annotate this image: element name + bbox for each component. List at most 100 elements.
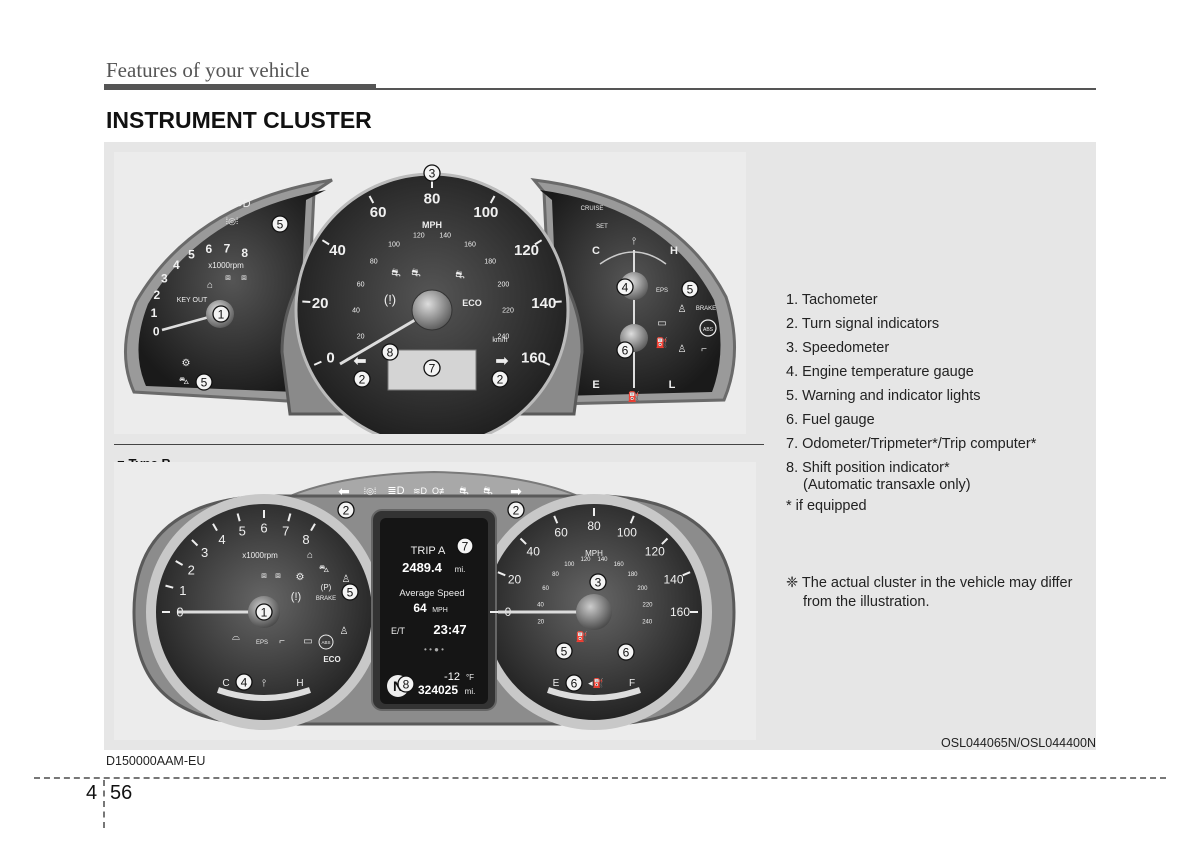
key-out-indicator: KEY OUT [177, 297, 208, 304]
low-tire-icon: ⛍ [179, 376, 189, 387]
lane-icon: ⛐ [411, 267, 421, 279]
elapsed-time-label: E/T [391, 626, 406, 636]
tach-tick-label: 6 [205, 242, 212, 256]
callout-number: 3 [595, 576, 602, 590]
temp-cold-label: C [222, 678, 229, 689]
coolant-temp-icon: ⫯ [261, 678, 266, 689]
kmh-tick-label: 40 [537, 602, 544, 608]
figure-divider [114, 444, 764, 445]
figure-code: OSL044065N/OSL044400N [941, 736, 1096, 750]
tach-tick-label: 1 [151, 306, 158, 320]
callout-number: 6 [571, 677, 578, 691]
fuel-door-icon: ⛽ [628, 390, 640, 403]
temp-hot-label: H [296, 678, 303, 689]
check-engine-icon: ⚙ [296, 572, 305, 583]
esc-icon: ⛐ [483, 485, 493, 497]
section-header: Features of your vehicle [106, 58, 310, 83]
kmh-tick-label: 60 [357, 282, 365, 289]
outside-temp-unit: °F [466, 673, 474, 682]
brake-warning: BRAKE [316, 596, 336, 602]
battery-icon: ▭ [657, 318, 666, 329]
tach-tick-label: 7 [282, 523, 289, 538]
speed-tick-label: 60 [554, 526, 568, 540]
battery-icon: ▭ [303, 636, 312, 647]
speed-hub [412, 290, 452, 330]
kmh-unit-label: km/h [492, 337, 507, 344]
callout-number: 5 [277, 218, 284, 232]
fuel-empty-label: E [553, 678, 560, 689]
callout-number: 8 [387, 346, 394, 360]
brake-warning: BRAKE [696, 306, 716, 312]
callout-number: 2 [359, 373, 366, 387]
tach-tick-label: 3 [161, 272, 168, 286]
turn-right-arrow-icon: ➡ [495, 353, 508, 370]
kmh-tick-label: 80 [552, 572, 559, 578]
kmh-tick-label: 220 [642, 602, 653, 608]
tach-tick-label: 1 [179, 583, 186, 598]
callout-number: 5 [347, 586, 354, 600]
fuel-full-label: F [629, 678, 635, 689]
speed-tick-label: 20 [508, 572, 522, 586]
tach-tick-label: 5 [188, 248, 195, 262]
footer-dashed-rule [34, 777, 1166, 779]
kmh-tick-label: 220 [502, 307, 514, 314]
eco-indicator: ECO [323, 655, 340, 664]
oil-pressure-icon: ⌐ [279, 636, 285, 647]
tach-tick-label: 0 [153, 324, 160, 338]
legend-item: 7. Odometer/Tripmeter*/Trip computer* [786, 432, 1096, 456]
esc-off-icon: ⛐ [455, 269, 465, 281]
callout-number: 4 [622, 281, 629, 295]
kmh-tick-label: 180 [627, 572, 638, 578]
temp-cold-label: C [592, 245, 600, 257]
tach-tick-label: 5 [239, 523, 246, 538]
dial-tick [554, 302, 562, 303]
eco-indicator: ECO [462, 298, 482, 308]
note-line: from the illustration. [786, 593, 1098, 612]
turn-left-arrow-icon: ⬅ [353, 353, 366, 370]
speed-tick-label: 60 [370, 204, 387, 221]
speed-tick-label: 140 [531, 295, 556, 312]
speed-tick-label: 80 [587, 519, 601, 533]
callout-number: 1 [261, 606, 268, 620]
header-rule-thick [104, 84, 376, 90]
kmh-tick-label: 20 [537, 620, 544, 626]
speed-tick-label: 160 [670, 605, 690, 619]
callout-number: 7 [429, 362, 436, 376]
seatbelt-icon: ♙ [340, 626, 349, 637]
page-title: INSTRUMENT CLUSTER [106, 107, 372, 134]
kmh-tick-label: 80 [370, 259, 378, 266]
page-number: 56 [110, 782, 132, 805]
kmh-tick-label: 200 [637, 586, 648, 592]
esc-off-icon: ⛐ [459, 485, 469, 497]
callout-number: 6 [623, 646, 630, 660]
awd-icon: ⧈ [225, 272, 231, 282]
speed-tick-label: 80 [424, 190, 441, 207]
fuel-empty-label: E [592, 379, 599, 391]
rear-fog-icon: O≢ [432, 486, 448, 496]
legend-item: 5. Warning and indicator lights [786, 384, 1096, 408]
figure-legend: 1. Tachometer 2. Turn signal indicators … [786, 288, 1096, 518]
avg-speed-value: 64 [413, 601, 427, 615]
speed-tick-label: 140 [663, 572, 683, 586]
callout-number: 8 [403, 678, 410, 692]
front-fog-icon: ≋D [413, 486, 428, 496]
cruise-set-indicator: SET [596, 224, 608, 230]
kmh-tick-label: 160 [614, 562, 625, 568]
callout-number: 4 [241, 676, 248, 690]
fuel-door-icon: ◂⛽ [588, 677, 604, 688]
turn-right-arrow-icon: ➡ [510, 483, 522, 499]
tach-unit-label: x1000rpm [208, 261, 244, 270]
legend-item: 3. Speedometer [786, 336, 1096, 360]
kmh-tick-label: 240 [642, 620, 653, 626]
tpms-icon: (!) [291, 591, 301, 603]
parking-light-icon: ⁞◎⁞ [364, 486, 377, 496]
airbag-icon: ♙ [342, 574, 351, 585]
awd-lock-icon: ⧈ [241, 272, 247, 282]
odometer-unit: mi. [465, 687, 476, 696]
callout-number: 7 [462, 540, 469, 554]
low-washer-icon: ⌓ [232, 632, 240, 643]
eps-warning: EPS [656, 288, 668, 294]
abs-text: ABS [703, 327, 714, 333]
callout-number: 2 [343, 504, 350, 518]
kmh-tick-label: 60 [542, 586, 549, 592]
